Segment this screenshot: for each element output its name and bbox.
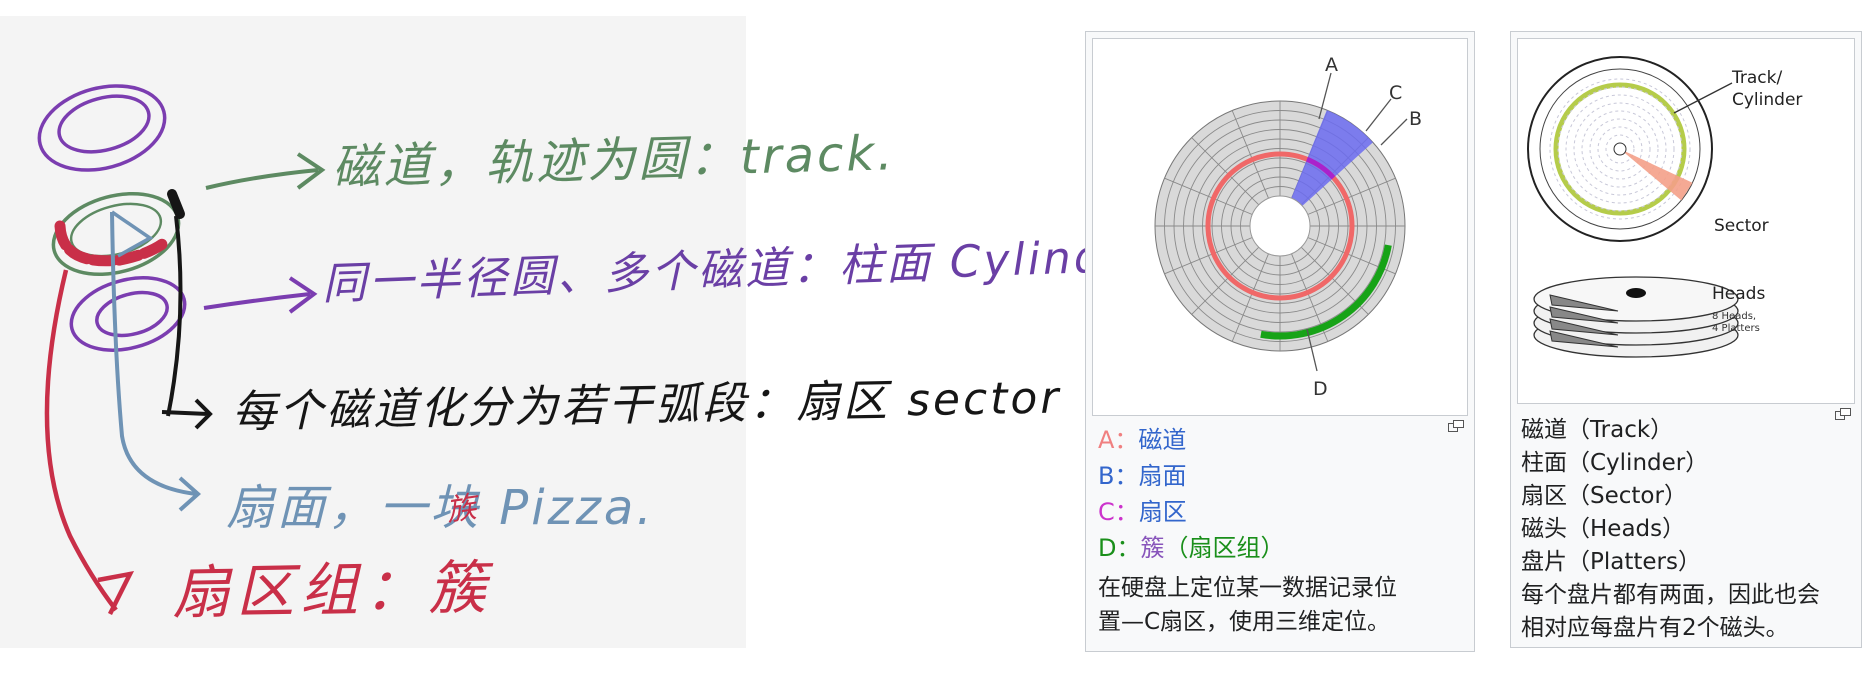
legend-key-b: B： — [1098, 462, 1139, 490]
track-note: 磁道，轨迹为圆：track. — [331, 125, 897, 196]
track-ring — [1573, 102, 1667, 196]
caption-line: 柱面（Cylinder） — [1521, 450, 1709, 476]
drive-geometry-diagram: Track/ Cylinder Sector Heads 8 Heads, 4 … — [1527, 56, 1802, 358]
sector-note: 每个磁道化分为若干弧段：扇区 sector — [231, 372, 1062, 438]
label-sector: Sector — [1714, 216, 1769, 236]
whiteboard-panel: 磁道，轨迹为圆：track. 同一半径圆、多个磁道：柱面 Cylinder 每个… — [0, 16, 1157, 648]
legend-key-d: D： — [1098, 534, 1141, 562]
highlighted-cluster — [1260, 244, 1392, 340]
track-ring — [1581, 110, 1659, 188]
track-ring — [1605, 134, 1635, 164]
label-c: C — [1389, 82, 1402, 104]
label-a: A — [1325, 54, 1338, 76]
platter-hub — [1613, 142, 1627, 156]
platter-stack — [1533, 276, 1739, 358]
legend-item-sector: C：扇区 — [1098, 492, 1187, 527]
highlighted-track — [1205, 151, 1355, 301]
legend-text-c[interactable]: 扇区 — [1138, 498, 1187, 526]
top-platter-sketch — [37, 84, 167, 172]
track-ring — [1565, 94, 1675, 204]
legend-key-c: C： — [1098, 498, 1139, 526]
sector-arrowhead — [161, 398, 213, 430]
sector-divider — [1231, 110, 1269, 199]
legend-item-track: A：磁道 — [1098, 420, 1186, 455]
label-heads: Heads — [1712, 284, 1765, 304]
whiteboard-sketch — [37, 84, 326, 616]
caption-line: 每个盘片都有两面，因此也会 — [1521, 582, 1820, 608]
label-heads-count: 8 Heads, — [1712, 311, 1756, 322]
sector-divider — [1191, 246, 1260, 315]
caption-line: 磁头（Heads） — [1521, 516, 1686, 542]
cylinder-arrowhead — [288, 276, 318, 314]
drive-geometry-figure[interactable]: Track/ Cylinder Sector Heads 8 Heads, 4 … — [1517, 38, 1855, 404]
track-arrowhead — [296, 152, 326, 190]
lower-platter-sketch — [69, 276, 187, 352]
sector-divider — [1307, 177, 1396, 215]
enlarge-icon[interactable] — [1448, 420, 1464, 432]
sector-divider — [1164, 237, 1253, 275]
disk-platter — [1154, 100, 1406, 352]
label-platters-count: 4 Platters — [1712, 323, 1760, 334]
label-d: D — [1313, 378, 1328, 400]
label-cylinder: Cylinder — [1732, 90, 1802, 110]
track-ring — [1597, 126, 1643, 172]
pointer-d — [1306, 328, 1318, 372]
cluster-note: 扇区组：簇 — [171, 553, 493, 627]
caption-line: 置—C扇区，使用三维定位。 — [1098, 609, 1391, 635]
platter-edge — [1539, 68, 1701, 230]
highlighted-sector-wedge — [1620, 149, 1693, 201]
platter-top-view — [1527, 56, 1713, 242]
sector-divider — [1164, 177, 1253, 215]
track-ring — [1589, 118, 1651, 180]
cluster-arrowhead — [97, 570, 135, 616]
spindle — [1626, 288, 1646, 298]
caption-line: 扇区（Sector） — [1521, 483, 1687, 509]
figure-card-disk-structure: A C B D A：磁道 B：扇面 C：扇区 D：簇（扇区组） 在硬盘上定位某一… — [1085, 31, 1475, 652]
disk-structure-diagram: A C B D — [1154, 54, 1422, 400]
track-pointer — [1673, 82, 1733, 114]
legend-text-a[interactable]: 磁道 — [1138, 426, 1187, 454]
enlarge-icon[interactable] — [1835, 408, 1851, 420]
caption-line: 在硬盘上定位某一数据记录位 — [1098, 575, 1397, 601]
pizza-pointer — [110, 211, 197, 496]
caption-line: 相对应每盘片有2个磁头。 — [1521, 615, 1789, 641]
disk-structure-figure[interactable]: A C B D — [1092, 38, 1468, 416]
highlighted-cylinder — [1553, 82, 1687, 216]
pointer-c — [1365, 98, 1392, 132]
pizza-arrowhead — [178, 476, 202, 512]
legend-text-d[interactable]: 簇 — [1140, 534, 1165, 562]
legend-item-sector-face: B：扇面 — [1098, 456, 1186, 491]
legend-text-b[interactable]: 扇面 — [1138, 462, 1187, 490]
sector-divider — [1191, 137, 1260, 206]
label-pointers — [1306, 72, 1408, 372]
caption-line: 盘片（Platters） — [1521, 549, 1701, 575]
pointer-a — [1318, 72, 1332, 120]
pointer-b — [1380, 118, 1408, 146]
legend-key-a: A： — [1098, 426, 1139, 454]
highlighted-sector — [1305, 156, 1336, 180]
cluster-pointer — [44, 269, 118, 612]
track-arrow — [205, 168, 319, 190]
legend-extra-d: （扇区组） — [1164, 534, 1285, 562]
cylinder-arrow — [203, 292, 311, 310]
label-track: Track/ — [1731, 68, 1782, 88]
spindle-hole — [1249, 195, 1311, 257]
sector-pointer — [166, 215, 183, 417]
sector-divider — [1231, 253, 1269, 342]
head-arms — [1549, 294, 1619, 348]
track-ring — [1549, 78, 1691, 220]
label-b: B — [1409, 108, 1422, 130]
caption-line: 磁道（Track） — [1521, 417, 1674, 443]
cluster-annotation: 族 — [444, 489, 482, 529]
pizza-wedge-sketch — [111, 210, 154, 258]
legend-item-cluster: D：簇（扇区组） — [1098, 528, 1284, 563]
figure-card-drive-geometry: Track/ Cylinder Sector Heads 8 Heads, 4 … — [1510, 31, 1862, 648]
pizza-note: 扇面，一块 Pizza. — [226, 480, 655, 536]
track-ring — [1557, 86, 1683, 212]
